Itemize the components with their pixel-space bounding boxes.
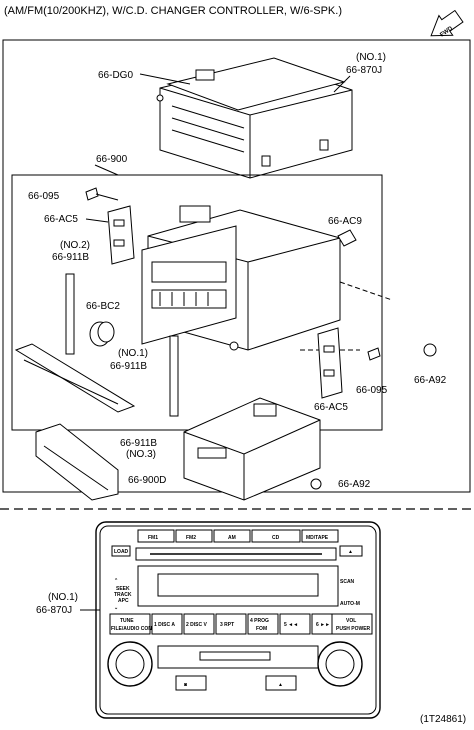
knob-bc2 — [89, 321, 115, 347]
figure-code: (1T24861) — [420, 714, 466, 725]
label-900d: 66-900D — [128, 475, 166, 486]
cd-changer-unit — [156, 57, 353, 179]
svg-text:SEEK: SEEK — [116, 586, 130, 592]
label-dg0: 66-DG0 — [98, 70, 133, 81]
fwd-arrow-icon: FWD — [430, 9, 464, 39]
strip-911b-no1 — [169, 335, 179, 417]
bracket-ac5-left — [107, 205, 135, 265]
trim-piece — [35, 423, 119, 501]
svg-text:TUNE: TUNE — [120, 618, 134, 624]
svg-text:LOAD: LOAD — [114, 549, 129, 555]
label-870j-top: 66-870J — [346, 65, 382, 76]
label-a92-b: 66-A92 — [338, 479, 371, 490]
label-870j-bot: 66-870J — [36, 605, 72, 616]
screw-095-b — [367, 347, 381, 361]
label-ac5-b: 66-AC5 — [314, 402, 348, 413]
diagram-title: (AM/FM(10/200KHZ), W/C.D. CHANGER CONTRO… — [4, 5, 342, 17]
svg-text:FM2: FM2 — [186, 535, 196, 541]
label-no2: (NO.2) — [60, 240, 90, 251]
svg-text:▲: ▲ — [278, 682, 283, 688]
label-a92-a: 66-A92 — [414, 375, 447, 386]
module-900d — [183, 397, 321, 501]
strip-911b-no2 — [65, 273, 75, 355]
svg-text:PUSH POWER: PUSH POWER — [336, 626, 371, 632]
label-911b-c: 66-911B — [120, 438, 157, 449]
label-911b-a: 66-911B — [52, 252, 89, 263]
label-no3: (NO.3) — [126, 449, 156, 460]
svg-text:4 PROG: 4 PROG — [250, 618, 269, 624]
svg-text:FOM: FOM — [256, 626, 267, 632]
label-095-a: 66-095 — [28, 191, 60, 202]
radio-chassis — [141, 205, 341, 351]
svg-text:VOL: VOL — [346, 618, 356, 624]
screw-a92-a — [423, 343, 437, 357]
svg-text:MD/TAPE: MD/TAPE — [306, 535, 329, 541]
label-no1-bot: (NO.1) — [48, 592, 78, 603]
svg-text:3 RPT: 3 RPT — [220, 622, 234, 628]
svg-text:⌃: ⌃ — [114, 578, 118, 584]
svg-text:AM: AM — [228, 535, 236, 541]
svg-text:6 ►►: 6 ►► — [316, 622, 330, 628]
label-911b-b: 66-911B — [110, 361, 147, 372]
svg-text:5 ◄◄: 5 ◄◄ — [284, 622, 298, 628]
label-ac5-a: 66-AC5 — [44, 214, 78, 225]
strip-911b-no3 — [14, 343, 136, 413]
svg-text:FM1: FM1 — [148, 535, 158, 541]
svg-text:2 DISC V: 2 DISC V — [186, 622, 208, 628]
svg-text:AUTO-M: AUTO-M — [340, 601, 360, 607]
label-no1-top: (NO.1) — [356, 52, 386, 63]
svg-text:APC: APC — [118, 598, 129, 604]
label-900: 66-900 — [96, 154, 128, 165]
svg-text:FILE/AUDIO CONT: FILE/AUDIO CONT — [111, 626, 155, 632]
svg-text:CD: CD — [272, 535, 280, 541]
bracket-ac5-right — [317, 327, 343, 399]
screw-095-a — [85, 187, 119, 201]
radio-faceplate: FM1 FM2 AM CD MD/TAPE LOAD ▲ ⌃ SEEK TRAC… — [95, 521, 381, 719]
label-bc2: 66-BC2 — [86, 301, 120, 312]
svg-text:▲: ▲ — [348, 549, 353, 555]
label-095-b: 66-095 — [356, 385, 388, 396]
screw-a92-b — [310, 478, 322, 490]
part-ac9 — [337, 229, 357, 247]
svg-text:1 DISC A: 1 DISC A — [154, 622, 175, 628]
svg-text:◙: ◙ — [184, 682, 187, 688]
label-ac9: 66-AC9 — [328, 216, 362, 227]
label-no1-mid: (NO.1) — [118, 348, 148, 359]
svg-text:TRACK: TRACK — [114, 592, 132, 598]
svg-text:SCAN: SCAN — [340, 579, 355, 585]
svg-text:⌄: ⌄ — [114, 605, 118, 611]
